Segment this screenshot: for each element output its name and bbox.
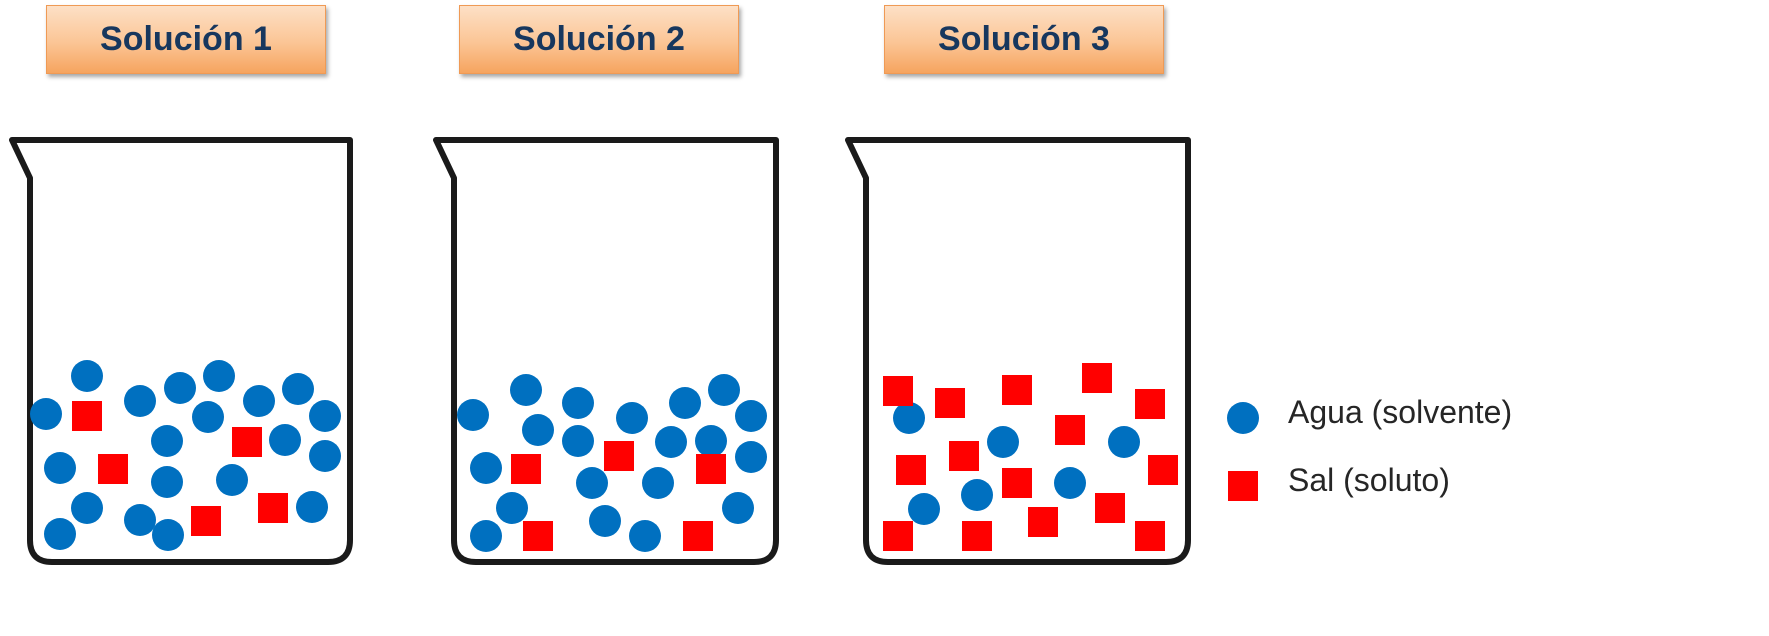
beaker-3-outline <box>845 137 1191 565</box>
beaker-1-outline <box>9 137 353 565</box>
water-particle <box>457 399 489 431</box>
salt-particle <box>1002 375 1032 405</box>
water-particle <box>961 479 993 511</box>
water-particle <box>669 387 701 419</box>
beaker-3-particles <box>883 363 1178 551</box>
water-particle <box>708 374 740 406</box>
water-particle <box>44 452 76 484</box>
salt-particle <box>935 388 965 418</box>
solution-2-label: Solución 2 <box>513 20 685 58</box>
water-particle <box>124 385 156 417</box>
water-particle <box>203 360 235 392</box>
water-particle <box>470 452 502 484</box>
legend-salt-icon <box>1228 471 1258 501</box>
salt-particle <box>1095 493 1125 523</box>
beaker-2-outline <box>433 137 779 565</box>
solution-3-label-box: Solución 3 <box>884 5 1164 74</box>
water-particle <box>151 466 183 498</box>
water-particle <box>562 387 594 419</box>
water-particle <box>192 401 224 433</box>
water-particle <box>151 425 183 457</box>
water-particle <box>510 374 542 406</box>
beaker-1-particles <box>30 360 341 551</box>
salt-particle <box>1135 389 1165 419</box>
salt-particle <box>258 493 288 523</box>
salt-particle <box>1148 455 1178 485</box>
water-particle <box>164 372 196 404</box>
water-particle <box>243 385 275 417</box>
salt-particle <box>1135 521 1165 551</box>
water-particle <box>124 504 156 536</box>
beaker-1 <box>9 137 353 565</box>
water-particle <box>522 414 554 446</box>
water-particle <box>576 467 608 499</box>
salt-particle <box>1055 415 1085 445</box>
salt-particle <box>604 441 634 471</box>
water-particle <box>71 360 103 392</box>
water-particle <box>296 491 328 523</box>
salt-particle <box>72 401 102 431</box>
salt-particle <box>1028 507 1058 537</box>
water-particle <box>722 492 754 524</box>
beaker-2 <box>433 137 779 565</box>
solution-3-label: Solución 3 <box>938 20 1110 58</box>
water-particle <box>30 398 62 430</box>
water-particle <box>470 520 502 552</box>
solution-1-label: Solución 1 <box>100 20 272 58</box>
water-particle <box>655 426 687 458</box>
water-particle <box>987 426 1019 458</box>
water-particle <box>71 492 103 524</box>
water-particle <box>1108 426 1140 458</box>
water-particle <box>282 373 314 405</box>
salt-particle <box>883 521 913 551</box>
water-particle <box>589 505 621 537</box>
salt-particle <box>511 454 541 484</box>
water-particle <box>152 519 184 551</box>
salt-particle <box>683 521 713 551</box>
legend-water-icon <box>1227 402 1259 434</box>
water-particle <box>496 492 528 524</box>
water-particle <box>695 425 727 457</box>
water-particle <box>735 400 767 432</box>
salt-particle <box>232 427 262 457</box>
legend-salt-label: Sal (soluto) <box>1288 462 1450 498</box>
water-particle <box>616 402 648 434</box>
water-particle <box>1054 467 1086 499</box>
water-particle <box>908 493 940 525</box>
salt-particle <box>883 376 913 406</box>
water-particle <box>44 518 76 550</box>
salt-particle <box>949 441 979 471</box>
salt-particle <box>696 454 726 484</box>
water-particle <box>735 441 767 473</box>
water-particle <box>629 520 661 552</box>
water-particle <box>562 425 594 457</box>
salt-particle <box>523 521 553 551</box>
beaker-3 <box>845 137 1191 565</box>
legend-water-label: Agua (solvente) <box>1288 394 1513 430</box>
salt-particle <box>1002 468 1032 498</box>
salt-particle <box>98 454 128 484</box>
water-particle <box>216 464 248 496</box>
salt-particle <box>896 455 926 485</box>
water-particle <box>642 467 674 499</box>
beaker-2-particles <box>457 374 767 552</box>
water-particle <box>309 400 341 432</box>
solution-1-label-box: Solución 1 <box>46 5 326 74</box>
salt-particle <box>962 521 992 551</box>
water-particle <box>269 424 301 456</box>
salt-particle <box>191 506 221 536</box>
water-particle <box>309 440 341 472</box>
salt-particle <box>1082 363 1112 393</box>
solution-2-label-box: Solución 2 <box>459 5 739 74</box>
water-particle <box>893 402 925 434</box>
